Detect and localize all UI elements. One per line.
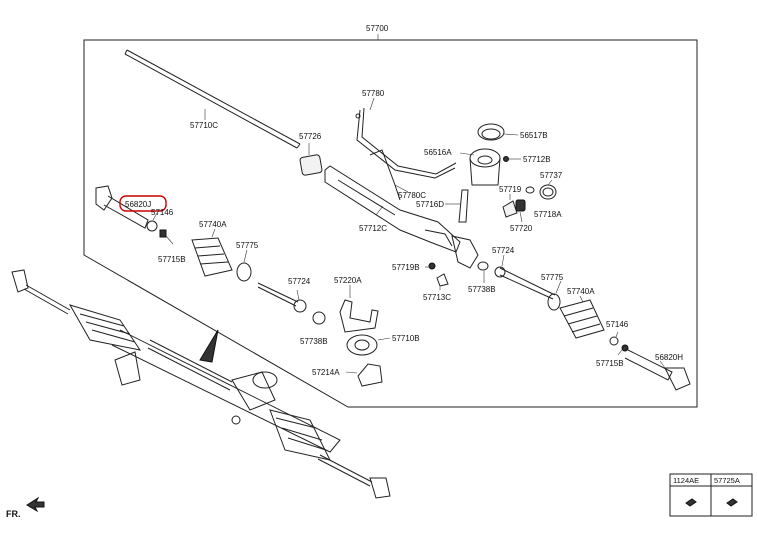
- fastener-legend: [669, 473, 753, 517]
- feed-tubes: [355, 107, 457, 201]
- callout: 56517B: [520, 131, 548, 140]
- boot-left: [191, 237, 252, 282]
- callout: 57712C: [359, 224, 387, 233]
- boot-right: [547, 293, 605, 339]
- callout: 57780: [362, 89, 385, 98]
- rack-bush: [299, 154, 323, 176]
- highlight-oval: [119, 195, 167, 212]
- legend-col-2: 57725A: [714, 476, 740, 485]
- callout: 57710B: [392, 334, 420, 343]
- callout: 57146: [151, 208, 174, 217]
- callout: 56820H: [655, 353, 683, 362]
- assembly-number: 57700: [366, 24, 389, 33]
- callout: 57719B: [392, 263, 420, 272]
- bolt-icon: [685, 498, 697, 507]
- callout: 57220A: [334, 276, 362, 285]
- callout: 57716D: [416, 200, 444, 209]
- callout: 57775: [236, 241, 259, 250]
- callout: 57724: [492, 246, 515, 255]
- callout: 57713C: [423, 293, 451, 302]
- assembled-gear: [11, 269, 391, 499]
- callout: 57726: [299, 132, 322, 141]
- tie-rod-end-right: [609, 336, 691, 391]
- callout: 57214A: [312, 368, 340, 377]
- callout: 57780C: [398, 191, 426, 200]
- callout: 57712B: [523, 155, 551, 164]
- pinion-shaft: [445, 189, 469, 223]
- valve-body: [469, 123, 509, 186]
- front-label: FR.: [6, 509, 21, 519]
- bolt-icon: [726, 498, 738, 507]
- legend-col-1: 1124AE: [673, 476, 699, 485]
- callout: 57738B: [468, 285, 496, 294]
- callout: 57715B: [596, 359, 624, 368]
- callout: 57720: [510, 224, 533, 233]
- tie-rod-end-left: [95, 185, 167, 238]
- inner-tie-rod-right: [494, 266, 556, 300]
- rack-bar: [124, 49, 301, 149]
- callout: 57710C: [190, 121, 218, 130]
- callout: 57775: [541, 273, 564, 282]
- callout: 57737: [540, 171, 563, 180]
- callout: 57724: [288, 277, 311, 286]
- mounting-bracket: [339, 299, 383, 387]
- callout: 57715B: [158, 255, 186, 264]
- callout: 57740A: [199, 220, 227, 229]
- inner-tie-rod-left: [257, 282, 326, 325]
- callout: 57718A: [534, 210, 562, 219]
- callout: 57738B: [300, 337, 328, 346]
- callout: 56516A: [424, 148, 452, 157]
- callout: 57146: [606, 320, 629, 329]
- exploded-view-frame: [83, 39, 698, 408]
- front-direction-arrow: [26, 496, 45, 513]
- callout: 57740A: [567, 287, 595, 296]
- housing-lower: [428, 235, 489, 287]
- rack-yoke: [502, 184, 557, 218]
- gear-housing: [324, 165, 461, 253]
- callout: 57719: [499, 185, 522, 194]
- callout-highlighted: 56820J: [125, 200, 151, 209]
